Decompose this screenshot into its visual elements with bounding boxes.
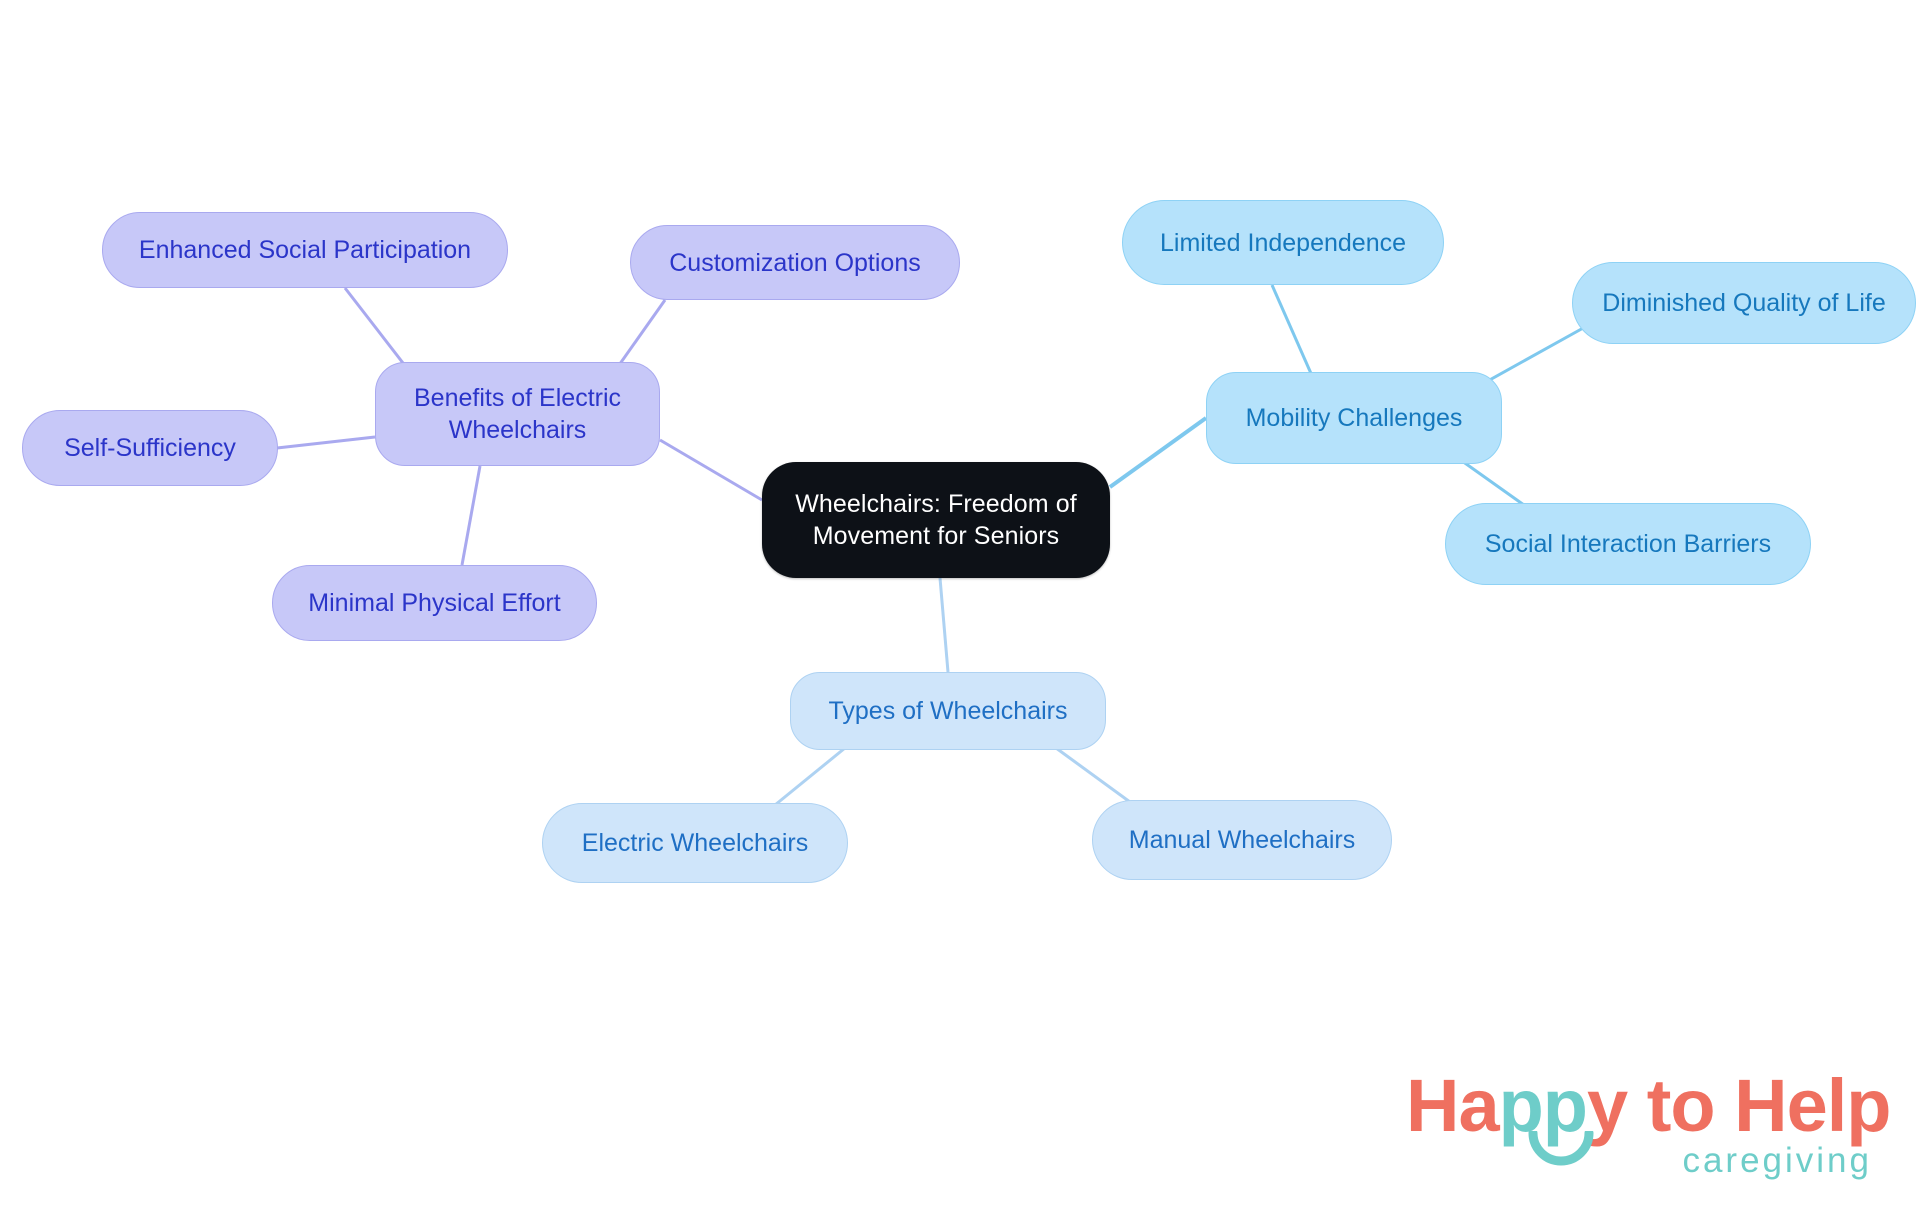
happy-to-help-logo: Happy to Help caregiving [1406, 1069, 1892, 1187]
logo-text-p: p [1846, 1064, 1891, 1147]
leaf-node-enhanced-social-participation[interactable]: Enhanced Social Participation [102, 212, 508, 288]
leaf-node-electric-wheelchairs[interactable]: Electric Wheelchairs [542, 803, 848, 883]
logo-text-pp: pp [1498, 1064, 1588, 1147]
logo-wordmark: Happy to Help [1406, 1069, 1892, 1143]
smile-icon [1528, 1131, 1594, 1166]
leaf-node-diminished-quality-of-life[interactable]: Diminished Quality of Life [1572, 262, 1916, 344]
leaf-node-manual-wheelchairs[interactable]: Manual Wheelchairs [1092, 800, 1392, 880]
leaf-node-minimal-physical-effort[interactable]: Minimal Physical Effort [272, 565, 597, 641]
logo-text-el: el [1786, 1064, 1848, 1147]
logo-text-ha: Ha [1406, 1064, 1500, 1147]
edge-mobility-limited-independence [1270, 284, 1315, 379]
branch-node-types-of-wheelchairs[interactable]: Types of Wheelchairs [790, 672, 1106, 750]
edge-types-electric [774, 746, 846, 807]
branch-node-mobility-challenges[interactable]: Mobility Challenges [1206, 372, 1502, 464]
edge-benefits-minimal-effort [460, 465, 482, 566]
root-node[interactable]: Wheelchairs: Freedom of Movement for Sen… [762, 462, 1110, 578]
leaf-node-customization-options[interactable]: Customization Options [630, 225, 960, 300]
leaf-node-self-sufficiency[interactable]: Self-Sufficiency [22, 410, 278, 486]
edge-types-manual [1055, 746, 1131, 804]
edge-benefits-self-sufficiency [276, 435, 376, 450]
leaf-node-social-interaction-barriers[interactable]: Social Interaction Barriers [1445, 503, 1811, 585]
logo-text-y: y [1587, 1064, 1628, 1147]
leaf-node-limited-independence[interactable]: Limited Independence [1122, 200, 1444, 285]
logo-subtitle: caregiving [1682, 1141, 1872, 1180]
branch-node-benefits-of-electric-wheelchairs[interactable]: Benefits of Electric Wheelchairs [375, 362, 660, 466]
edge-root-types [938, 577, 950, 673]
edge-root-benefits [659, 438, 763, 502]
logo-text-to-h: to H [1627, 1064, 1788, 1147]
edge-root-mobility [1108, 416, 1208, 489]
